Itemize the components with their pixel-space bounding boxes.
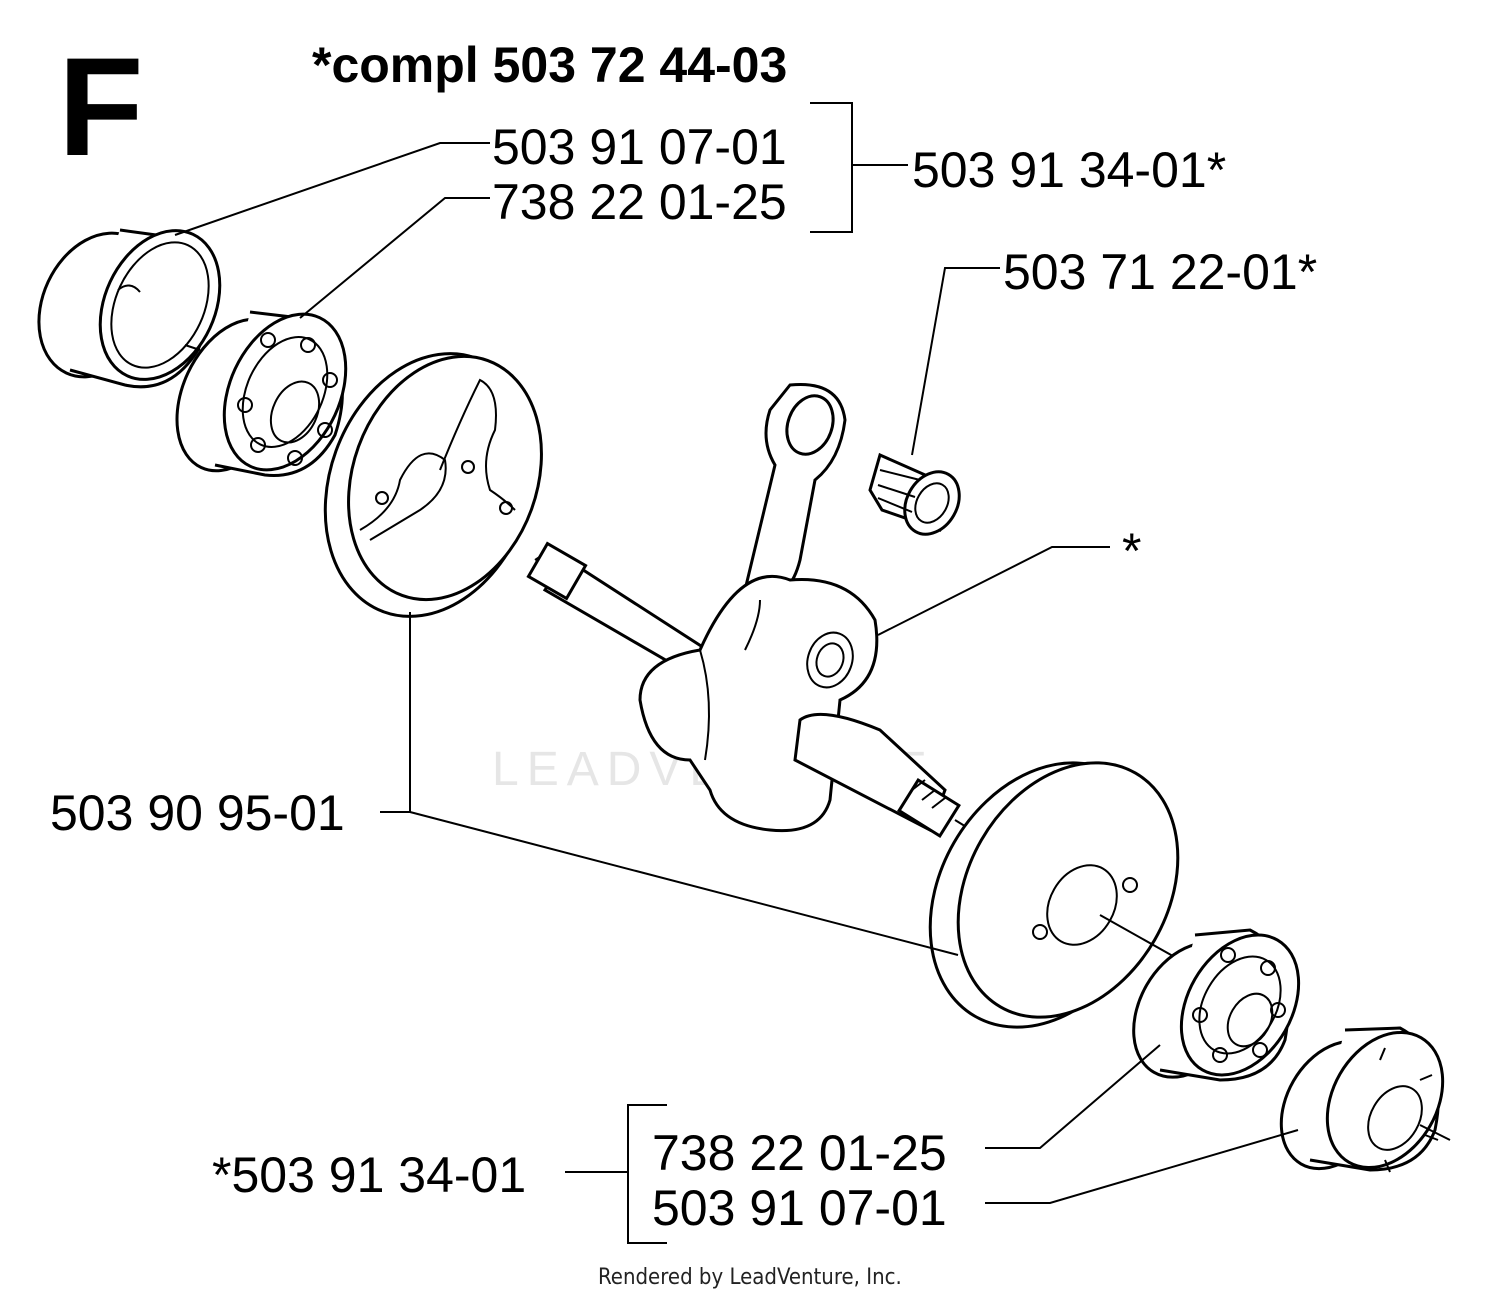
top-ball-bearing	[175, 310, 348, 477]
credit-text: Rendered by LeadVenture, Inc.	[598, 1265, 902, 1290]
label-bottom-bearing-seal: 503 91 07-01	[652, 1180, 947, 1236]
label-top-bearing-seal: 503 91 07-01	[492, 119, 787, 175]
leader-lines	[174, 102, 1299, 1244]
section-letter: F	[58, 28, 144, 185]
bottom-ball-bearing	[1132, 928, 1301, 1082]
top-seal-ring	[37, 228, 222, 389]
label-bottom-ball-bearing: 738 22 01-25	[652, 1125, 947, 1181]
label-top-kit: 503 91 34-01*	[912, 142, 1226, 198]
label-counterweight: 503 90 95-01	[50, 785, 345, 841]
assembly-label: *compl 503 72 44-03	[312, 37, 787, 93]
crankshaft	[526, 382, 969, 839]
right-counterweight	[928, 761, 1181, 1029]
left-counterweight	[323, 352, 543, 618]
label-needle-bearing: 503 71 22-01*	[1003, 244, 1317, 300]
label-top-ball-bearing: 738 22 01-25	[492, 174, 787, 230]
bottom-seal-ring	[1279, 1026, 1451, 1173]
label-bottom-kit: *503 91 34-01	[212, 1147, 526, 1203]
needle-bearing	[868, 452, 961, 536]
label-crankshaft: *	[1122, 523, 1141, 579]
